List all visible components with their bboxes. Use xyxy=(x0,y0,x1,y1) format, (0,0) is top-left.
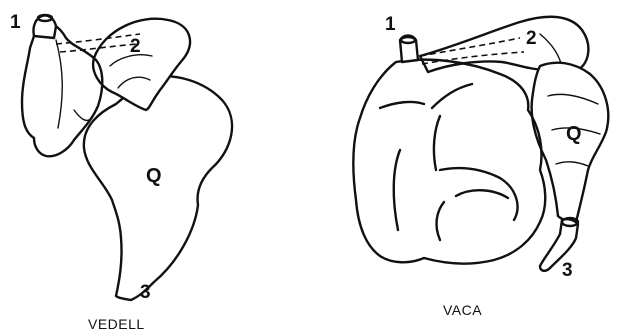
calf-label-q: Q xyxy=(146,165,162,187)
calf-label-2: 2 xyxy=(130,36,141,57)
calf-stomach: 1 2 Q 3 VEDELL xyxy=(10,12,232,332)
calf-abomasum xyxy=(84,76,232,300)
cow-caption: VACA xyxy=(443,302,482,318)
cow-rumen xyxy=(353,60,545,264)
calf-label-3: 3 xyxy=(140,282,151,303)
calf-label-1: 1 xyxy=(10,12,21,33)
cow-label-q: Q xyxy=(566,123,582,145)
calf-caption: VEDELL xyxy=(88,316,145,332)
cow-label-3: 3 xyxy=(562,260,573,281)
cow-label-1: 1 xyxy=(385,14,396,35)
cow-label-2: 2 xyxy=(526,28,537,49)
cow-stomach: 1 2 Q 3 VACA xyxy=(353,14,608,318)
